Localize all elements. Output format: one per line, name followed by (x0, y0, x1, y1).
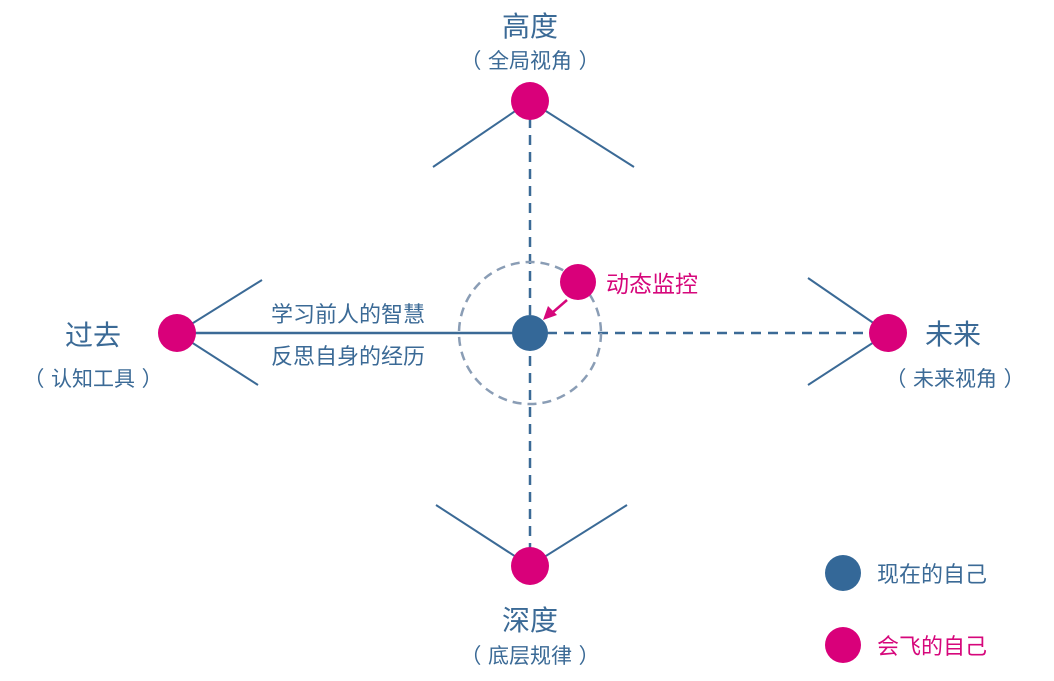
monitor-range-circle (457, 260, 603, 406)
reflect-on-experience-label: 反思自身的经历 (271, 345, 425, 370)
monitor-arrow-shaft (551, 299, 568, 314)
legend-present-marker (825, 555, 861, 591)
past-subtitle: （ 认知工具 ） (23, 367, 162, 391)
past-node (158, 314, 196, 352)
height-subtitle: （ 全局视角 ） (460, 49, 599, 73)
future-subtitle: （ 未来视角 ） (885, 367, 1024, 391)
height-node (511, 82, 549, 120)
legend-flying-marker (825, 627, 861, 663)
present-self-node (512, 315, 548, 351)
learn-from-predecessors-label: 学习前人的智慧 (271, 303, 425, 328)
depth-node (511, 547, 549, 585)
legend-flying-label: 会飞的自己 (877, 635, 987, 660)
monitor-arrow-head (543, 306, 557, 320)
legend-present-label: 现在的自己 (877, 563, 987, 588)
monitor-label: 动态监控 (606, 272, 698, 298)
future-title: 未来 (925, 318, 981, 351)
depth-subtitle: （ 底层规律 ） (460, 644, 599, 668)
past-title: 过去 (65, 319, 121, 352)
future-node (869, 314, 907, 352)
depth-title: 深度 (502, 604, 558, 637)
height-title: 高度 (502, 10, 558, 43)
monitor-node (560, 264, 596, 300)
